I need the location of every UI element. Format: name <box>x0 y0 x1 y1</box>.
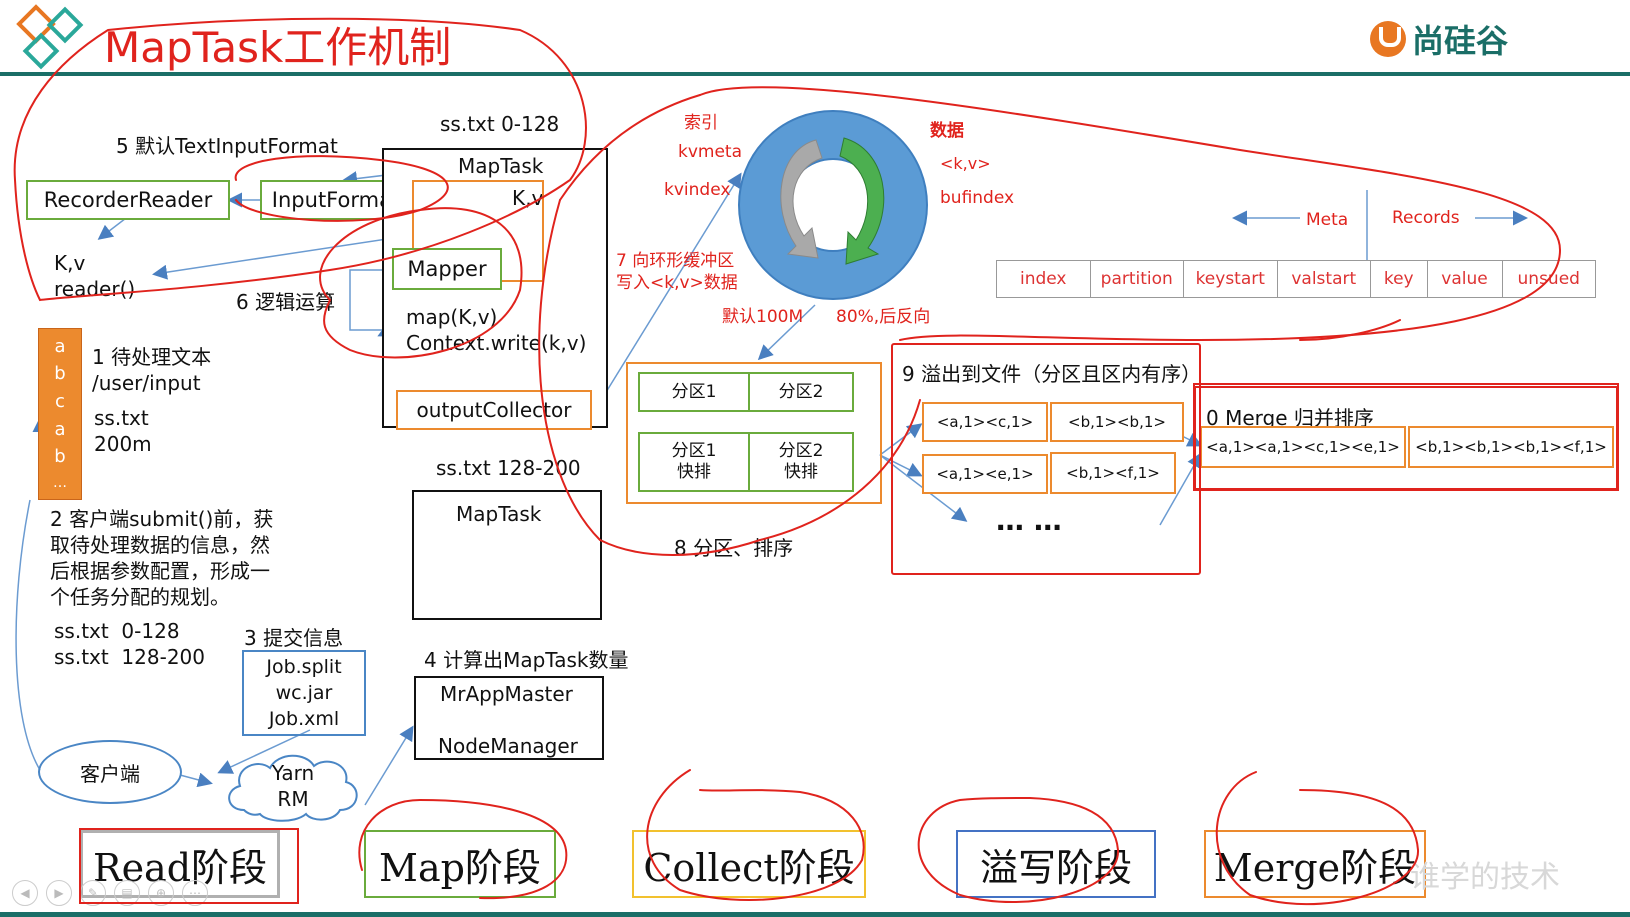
mapper-box: Mapper <box>392 248 502 290</box>
app-master-label: MrAppMaster <box>440 682 573 706</box>
meta-table: index partition keystart valstart key va… <box>996 260 1596 298</box>
yarn-label: Yarn RM <box>271 761 315 811</box>
job-files-box: Job.split wc.jar Job.xml <box>242 650 366 736</box>
app-master-box: MrAppMaster NodeManager <box>414 676 604 760</box>
maptask1-title: MapTask <box>458 154 544 178</box>
records-label: Records <box>1392 208 1460 228</box>
step5-label: 5 默认TextInputFormat <box>116 134 338 158</box>
file-char: a <box>54 418 66 440</box>
yarn-cloud: Yarn RM <box>222 750 364 822</box>
ring-kvindex: kvindex <box>664 180 731 200</box>
merge-cell: <a,1><a,1><c,1><e,1> <box>1200 426 1406 468</box>
maptask2-box: MapTask <box>412 490 602 620</box>
meta-cell: partition <box>1091 261 1184 297</box>
file-char: b <box>54 363 66 385</box>
ring-kvmeta: kvmeta <box>678 142 743 162</box>
step7-label: 7 向环形缓冲区 写入<k,v>数据 <box>616 251 738 293</box>
maptask2-title: MapTask <box>456 502 542 526</box>
kv-reader-label: K,v reader() <box>54 251 136 301</box>
meta-cell: key <box>1371 261 1428 297</box>
brand-icon <box>1370 21 1406 57</box>
merge-cell: <b,1><b,1><b,1><f,1> <box>1408 426 1614 468</box>
brand-logo: 尚硅谷 <box>1370 16 1508 62</box>
spill-cell: <b,1><f,1> <box>1050 452 1176 494</box>
zoom-icon[interactable]: ⊕ <box>148 880 174 906</box>
partition-2: 分区2 <box>748 372 854 412</box>
ring-reverse: 80%,后反向 <box>836 307 931 327</box>
meta-label: Meta <box>1306 210 1349 230</box>
input-file-desc: 1 待处理文本 /user/input <box>92 345 212 395</box>
split-list: ss.txt 0-128 ss.txt 128-200 <box>54 619 205 669</box>
header-rule <box>0 72 1630 76</box>
ring-buffer <box>736 108 930 302</box>
ring-default-size: 默认100M <box>722 307 804 327</box>
meta-cell: index <box>997 261 1091 297</box>
prev-icon[interactable]: ◀ <box>12 880 38 906</box>
more-icon[interactable]: ⋯ <box>182 880 208 906</box>
step6-label: 6 逻辑运算 <box>236 290 336 314</box>
step3-label: 3 提交信息 <box>244 626 344 650</box>
split1-label: ss.txt 0-128 <box>440 112 560 136</box>
input-file-size: 200m <box>94 432 152 456</box>
logo-diamonds <box>8 4 98 74</box>
split2-label: ss.txt 128-200 <box>436 456 581 480</box>
partition-1-sort: 分区1 快排 <box>638 432 750 492</box>
file-char: b <box>54 446 66 468</box>
node-manager-label: NodeManager <box>438 734 578 758</box>
recorder-reader-box: RecorderReader <box>26 180 230 220</box>
spill-cell: <a,1><c,1> <box>922 402 1048 442</box>
meta-cell: keystart <box>1184 261 1278 297</box>
job-files: Job.split wc.jar Job.xml <box>266 656 342 730</box>
spill-title: 9 溢出到文件（分区且区内有序） <box>902 362 1202 386</box>
map-code: map(K,v) Context.write(k,v) <box>406 305 587 355</box>
input-file-block: a b c a b … <box>38 328 82 500</box>
ring-kv: <k,v> <box>940 154 991 173</box>
page-title: MapTask工作机制 <box>104 23 452 72</box>
step2-label: 2 客户端submit()前，获 取待处理数据的信息，然 后根据参数配置，形成一… <box>50 507 274 609</box>
partition-frame <box>626 362 882 504</box>
bottom-rule <box>0 912 1630 917</box>
spill-cell: <b,1><b,1> <box>1050 402 1184 442</box>
input-file-name: ss.txt <box>94 406 149 430</box>
meta-cell: value <box>1428 261 1503 297</box>
spill-ellipsis: … … <box>996 504 1062 537</box>
watermark: 谁学的技术 <box>1410 860 1560 895</box>
meta-arrow <box>780 139 823 259</box>
viewer-controls: ◀ ▶ ✎ ▤ ⊕ ⋯ <box>12 880 208 906</box>
stage-spill: 溢写阶段 <box>956 830 1156 898</box>
file-char: c <box>55 391 65 413</box>
partition-2-sort: 分区2 快排 <box>748 432 854 492</box>
next-icon[interactable]: ▶ <box>46 880 72 906</box>
ring-data-label: 数据 <box>930 121 964 141</box>
client-ellipse: 客户端 <box>38 740 182 804</box>
spill-cell: <a,1><e,1> <box>922 454 1048 494</box>
client-label: 客户端 <box>80 761 140 786</box>
brand-name: 尚硅谷 <box>1412 22 1509 60</box>
ring-index-label: 索引 <box>684 113 718 133</box>
stage-map: Map阶段 <box>364 830 556 898</box>
output-collector-box: outputCollector <box>396 390 592 430</box>
file-char: a <box>54 335 66 357</box>
meta-cell: valstart <box>1278 261 1371 297</box>
slides-icon[interactable]: ▤ <box>114 880 140 906</box>
ring-bufindex: bufindex <box>940 188 1015 208</box>
data-arrow <box>839 137 885 265</box>
step4-label: 4 计算出MapTask数量 <box>424 648 629 672</box>
file-char: … <box>53 475 67 492</box>
